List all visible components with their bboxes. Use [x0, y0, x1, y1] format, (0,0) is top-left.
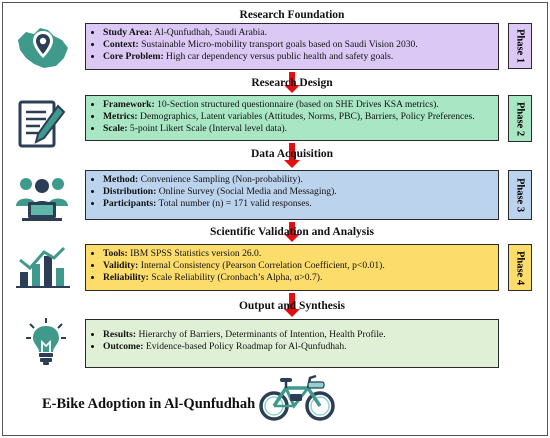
- stage-box: Method: Convenience Sampling (Non-probab…: [85, 170, 499, 220]
- bullet-item: Framework: 10-Section structured questio…: [103, 99, 492, 111]
- bullet-text: Convenience Sampling (Non-probability).: [138, 174, 303, 185]
- document-pencil-icon: [18, 100, 66, 148]
- phase-tab: Phase 4: [508, 244, 532, 291]
- stage-box: Framework: 10-Section structured questio…: [85, 95, 499, 141]
- flow-arrow: [284, 72, 300, 93]
- bullet-item: Results: Hierarchy of Barriers, Determin…: [103, 329, 492, 341]
- stage-box: Results: Hierarchy of Barriers, Determin…: [85, 319, 499, 368]
- diagram-title: E-Bike Adoption in Al-Qunfudhah: [42, 396, 256, 412]
- bullet-label: Metrics:: [103, 111, 138, 123]
- stage-box: Study Area: Al-Qunfudhah, Saudi Arabia.C…: [85, 23, 499, 70]
- stage-bullet-list: Results: Hierarchy of Barriers, Determin…: [94, 329, 492, 353]
- bullet-text: Hierarchy of Barriers, Determinants of I…: [136, 329, 386, 340]
- stage-title: Output and Synthesis: [238, 300, 346, 312]
- flow-arrow: [284, 143, 300, 168]
- stage-title: Scientific Validation and Analysis: [210, 226, 374, 238]
- bullet-text: Evidence-based Policy Roadmap for Al-Qun…: [143, 341, 347, 353]
- lightbulb-icon: [26, 318, 66, 365]
- saudi-map-location-pin-icon: [18, 28, 68, 68]
- bar-chart-check-icon: [16, 246, 70, 288]
- phase-tab: Phase 1: [508, 23, 532, 69]
- bullet-text: Total number (n) = 171 valid responses.: [156, 198, 312, 210]
- e-bike-icon: [259, 374, 335, 421]
- stage-bullet-list: Tools: IBM SPSS Statistics version 26.0.…: [94, 248, 492, 285]
- bullet-item: Core Problem: High car dependency versus…: [103, 51, 492, 63]
- bullet-label: Core Problem:: [103, 51, 164, 63]
- stage-bullet-list: Study Area: Al-Qunfudhah, Saudi Arabia.C…: [94, 27, 492, 64]
- bullet-label: Framework:: [103, 99, 155, 110]
- bullet-item: Method: Convenience Sampling (Non-probab…: [103, 174, 492, 186]
- bullet-item: Participants: Total number (n) = 171 val…: [103, 198, 492, 210]
- bullet-label: Results:: [103, 329, 137, 340]
- bullet-item: Validity: Internal Consistency (Pearson …: [103, 260, 492, 272]
- stage-title: Data Acquisition: [250, 148, 334, 160]
- bullet-label: Validity:: [103, 260, 139, 272]
- bullet-text: Al-Qunfudhah, Saudi Arabia.: [152, 27, 267, 38]
- bullet-label: Study Area:: [103, 27, 153, 38]
- stage-title: Research Foundation: [239, 9, 345, 21]
- flow-arrow: [284, 293, 300, 317]
- bullet-item: Distribution: Online Survey (Social Medi…: [103, 186, 492, 198]
- bullet-item: Tools: IBM SPSS Statistics version 26.0.: [103, 248, 492, 260]
- bullet-text: Scale Reliability (Cronbach’s Alpha, α>0…: [148, 272, 323, 284]
- bullet-label: Method:: [103, 174, 139, 185]
- phase-tab: Phase 2: [508, 95, 532, 142]
- stage-title: Research Design: [251, 77, 333, 89]
- bullet-label: Reliability:: [103, 272, 149, 284]
- bullet-text: High car dependency versus public health…: [163, 51, 394, 63]
- bullet-item: Metrics: Demographics, Latent variables …: [103, 111, 492, 123]
- bullet-text: Demographics, Latent variables (Attitude…: [137, 111, 475, 123]
- bullet-label: Outcome:: [103, 341, 144, 353]
- stage-bullet-list: Framework: 10-Section structured questio…: [94, 99, 492, 136]
- people-laptop-icon: [16, 178, 68, 221]
- bullet-text: 10-Section structured questionnaire (bas…: [154, 99, 439, 110]
- phase-tab: Phase 3: [508, 170, 532, 220]
- stage-bullet-list: Method: Convenience Sampling (Non-probab…: [94, 174, 492, 211]
- bullet-text: Sustainable Micro-mobility transport goa…: [138, 39, 418, 51]
- bullet-label: Distribution:: [103, 186, 157, 198]
- phase-label: Phase 3: [514, 177, 526, 213]
- phase-label: Phase 4: [514, 250, 526, 285]
- phase-label: Phase 1: [514, 28, 526, 64]
- bullet-label: Tools:: [103, 248, 128, 259]
- bullet-item: Scale: 5-point Likert Scale (Interval le…: [103, 123, 492, 135]
- bullet-item: Study Area: Al-Qunfudhah, Saudi Arabia.: [103, 27, 492, 39]
- bullet-label: Scale:: [103, 123, 128, 135]
- phase-label: Phase 2: [514, 101, 526, 136]
- stage-box: Tools: IBM SPSS Statistics version 26.0.…: [85, 244, 499, 291]
- bullet-item: Context: Sustainable Micro-mobility tran…: [103, 39, 492, 51]
- bullet-text: Online Survey (Social Media and Messagin…: [156, 186, 337, 198]
- bullet-text: Internal Consistency (Pearson Correlatio…: [138, 260, 385, 272]
- bullet-label: Participants:: [103, 198, 157, 210]
- bullet-item: Reliability: Scale Reliability (Cronbach…: [103, 272, 492, 284]
- bullet-item: Outcome: Evidence-based Policy Roadmap f…: [103, 341, 492, 353]
- flow-arrow: [284, 222, 300, 242]
- bullet-text: 5-point Likert Scale (Interval level dat…: [127, 123, 288, 135]
- bullet-text: IBM SPSS Statistics version 26.0.: [127, 248, 262, 259]
- bullet-label: Context:: [103, 39, 139, 51]
